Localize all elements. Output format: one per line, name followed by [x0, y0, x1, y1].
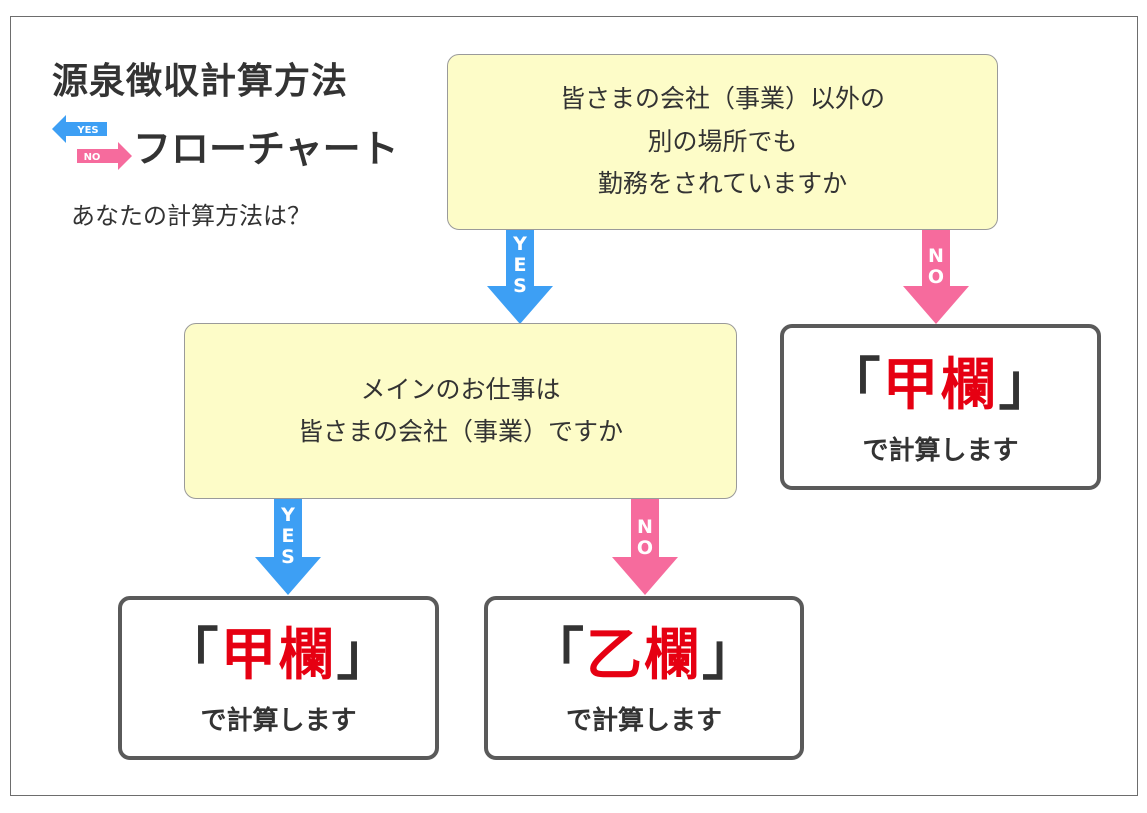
- yes-no-arrows-icon: YES NO: [52, 112, 132, 174]
- result-note: で計算します: [862, 436, 1019, 466]
- result-type: 「乙欄」: [528, 623, 760, 688]
- yes-arrow-letter: Y: [281, 504, 295, 526]
- result-box-kou-1: 「甲欄」 で計算します: [780, 324, 1101, 490]
- question-box-2: メインのお仕事は 皆さまの会社（事業）ですか: [184, 323, 737, 499]
- yes-arrow-letter: E: [281, 525, 295, 547]
- yes-arrow-letter: Y: [513, 233, 527, 255]
- no-arrow-letter: N: [637, 516, 653, 538]
- question-2-line: 皆さまの会社（事業）ですか: [297, 417, 623, 446]
- no-arrow-1: N O: [903, 230, 969, 324]
- question-2-line: メインのお仕事は: [360, 374, 561, 404]
- intro-question: あなたの計算方法は？: [71, 202, 311, 230]
- yes-arrow-letter: E: [513, 254, 527, 276]
- page-subtitle: フローチャート: [133, 127, 399, 171]
- no-arrow-letter: O: [927, 266, 945, 288]
- yes-arrow-letter: S: [281, 546, 295, 568]
- yes-arrow-1: Y E S: [487, 230, 553, 324]
- no-arrow-letter: N: [928, 245, 944, 267]
- no-arrow-2: N O: [612, 499, 678, 595]
- result-box-otsu: 「乙欄」 で計算します: [484, 596, 804, 760]
- question-1-line: 皆さまの会社（事業）以外の: [559, 84, 885, 114]
- result-type: 「甲欄」: [824, 353, 1057, 418]
- no-arrow-letter: O: [636, 537, 654, 559]
- question-box-1: 皆さまの会社（事業）以外の 別の場所でも 勤務をされていますか: [447, 54, 998, 230]
- result-type: 「甲欄」: [162, 623, 395, 688]
- question-1-line: 別の場所でも: [647, 126, 798, 156]
- page-title: 源泉徴収計算方法: [52, 61, 349, 102]
- result-note: で計算します: [565, 706, 722, 736]
- yes-arrow-letter: S: [513, 275, 527, 297]
- yes-arrow-2: Y E S: [255, 499, 321, 595]
- result-box-kou-2: 「甲欄」 で計算します: [118, 596, 439, 760]
- question-1-line: 勤務をされていますか: [597, 169, 848, 199]
- icon-yes-text: YES: [76, 125, 98, 136]
- icon-no-text: NO: [84, 152, 101, 163]
- result-note: で計算します: [200, 706, 357, 736]
